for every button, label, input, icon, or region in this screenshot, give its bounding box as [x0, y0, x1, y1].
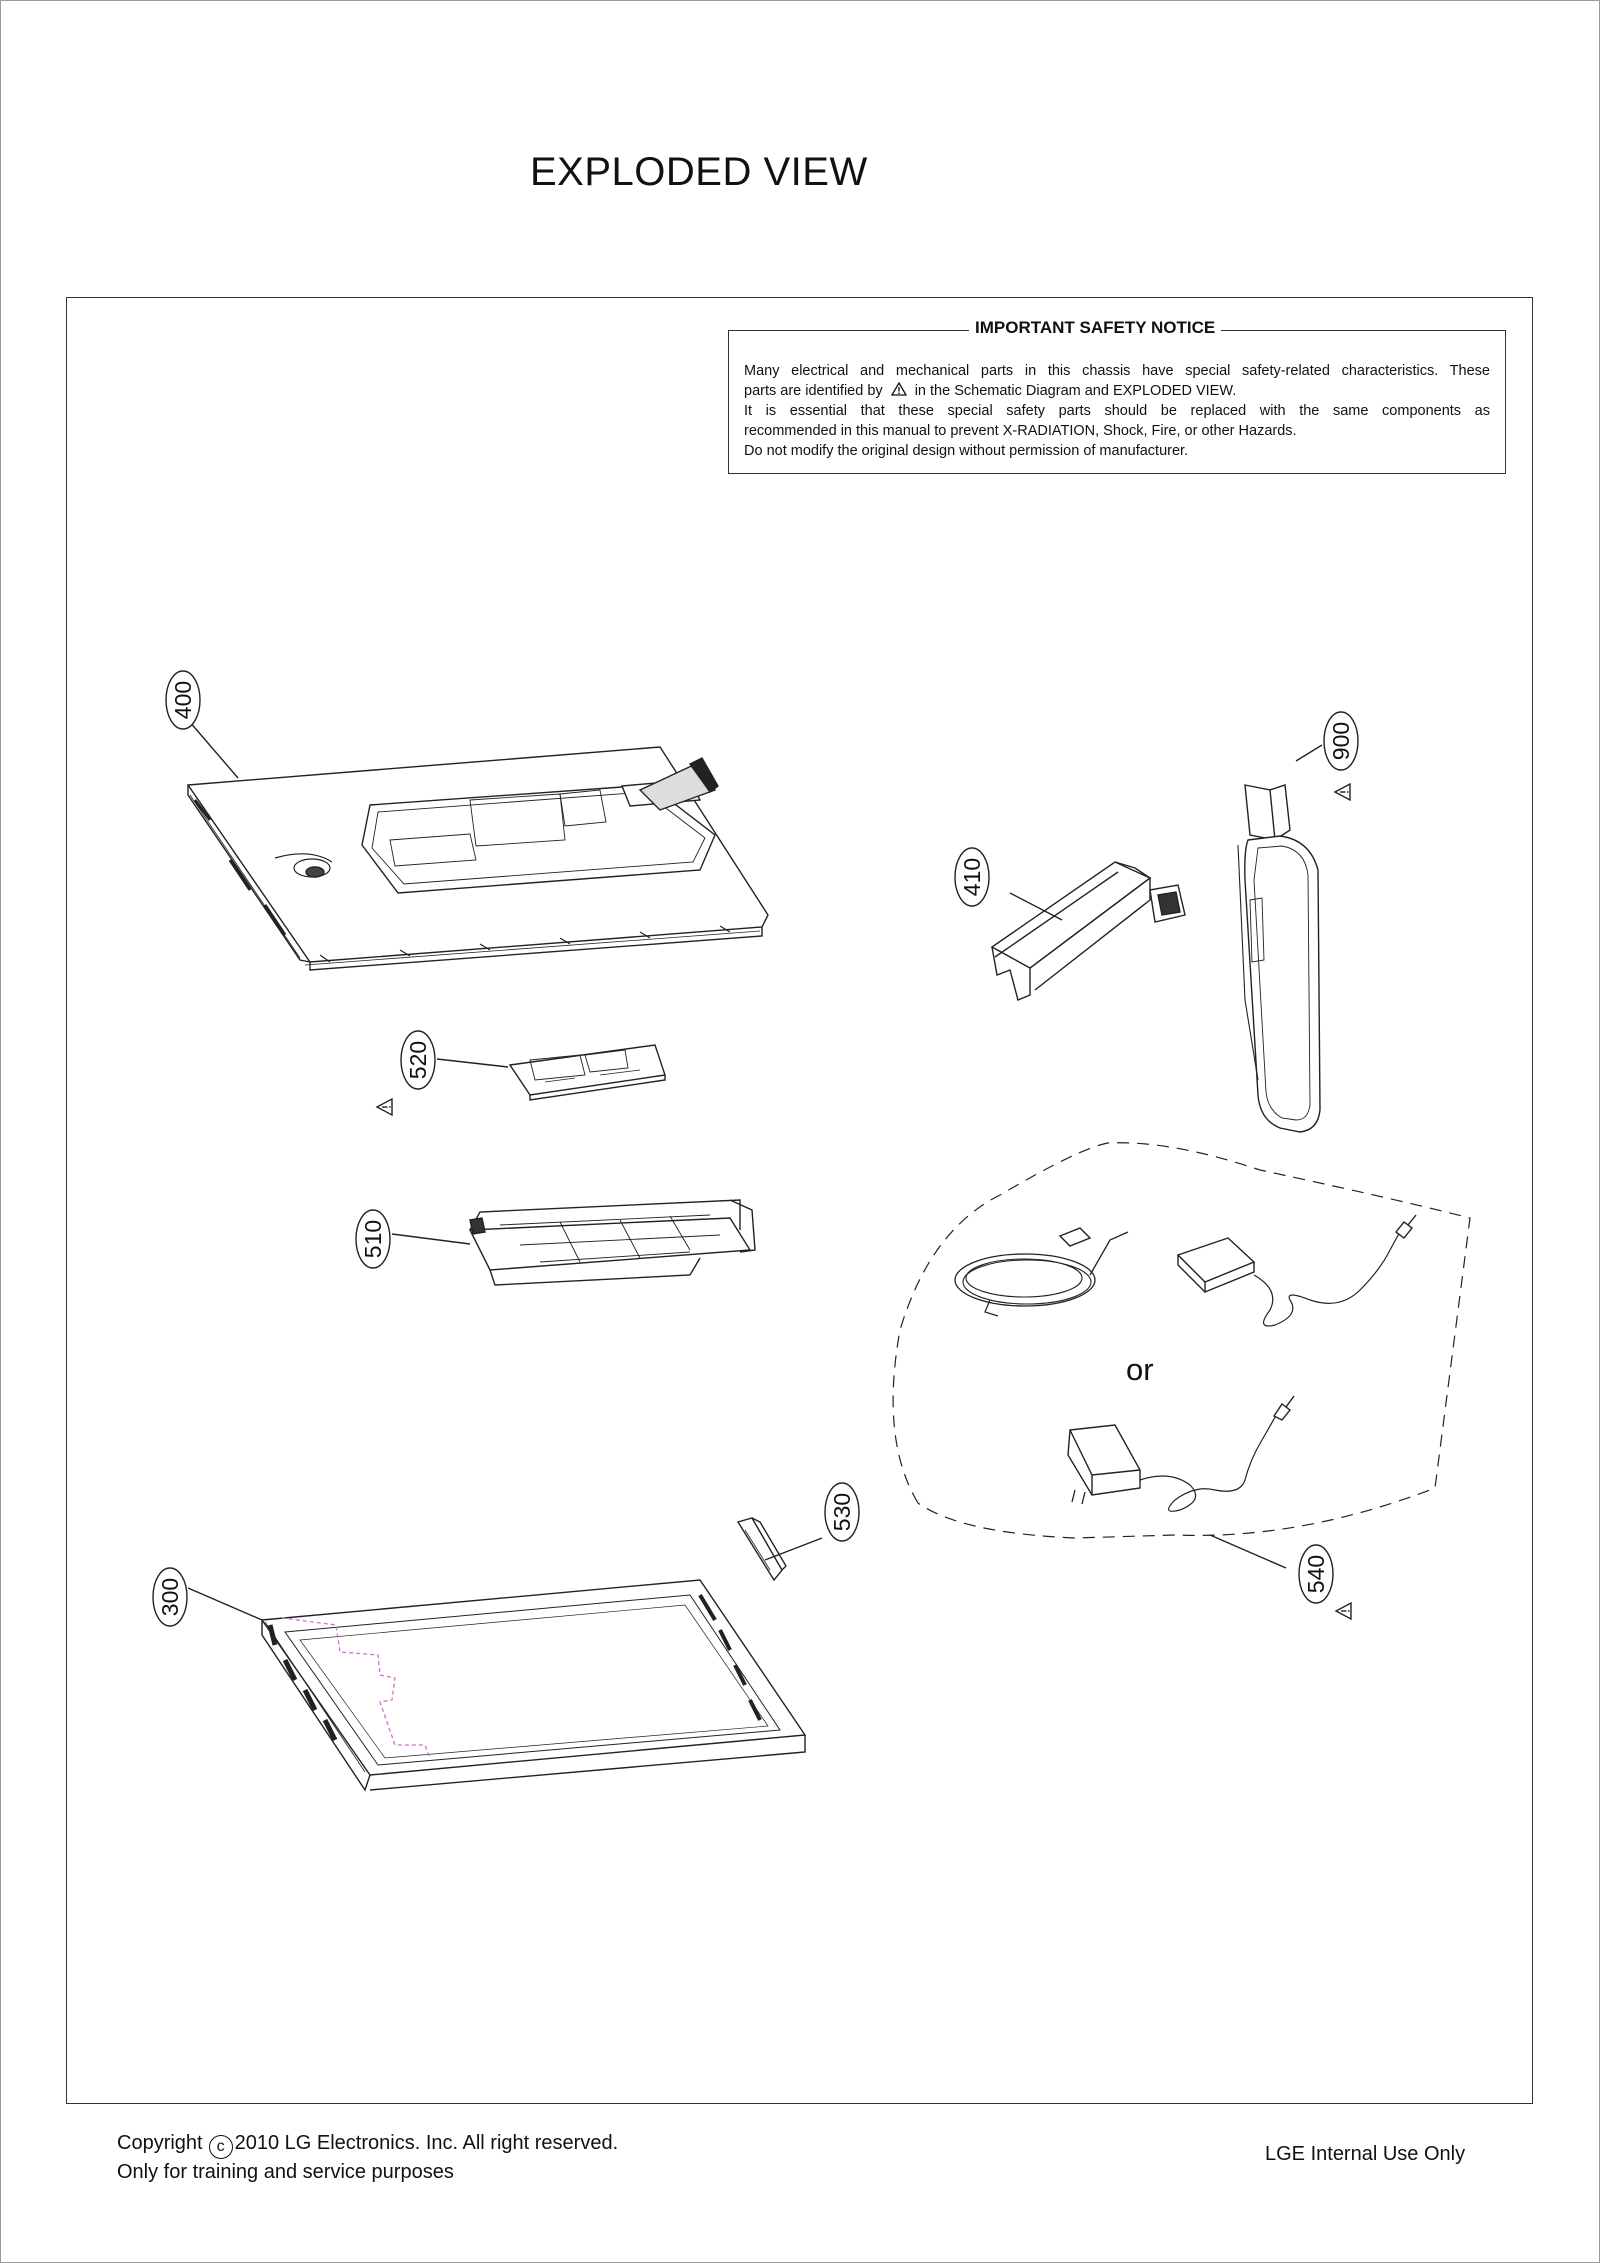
leader-line [436, 1058, 509, 1068]
part-bubble-540: 540 [1298, 1544, 1334, 1604]
adapter-group-outline [892, 1142, 1471, 1539]
part-bubble-400: 400 [165, 670, 201, 730]
notice-line-text: parts are identified by [744, 383, 883, 399]
notice-line: Do not modify the original design withou… [744, 443, 1189, 459]
safety-notice-heading: IMPORTANT SAFETY NOTICE [969, 318, 1222, 338]
notice-line: Many electrical and mechanical parts in … [744, 363, 1490, 379]
page-title: EXPLODED VIEW [530, 150, 868, 194]
footer-internal-use: LGE Internal Use Only [1265, 2143, 1466, 2165]
warning-triangle-icon [376, 1098, 393, 1116]
part-510-bracket [468, 1199, 756, 1286]
part-bubble-530: 530 [824, 1482, 860, 1542]
leader-line [1295, 744, 1323, 762]
warning-triangle-icon [1334, 783, 1351, 801]
flex-cable-ribbon [281, 1617, 431, 1759]
part-number-label: 520 [405, 1041, 431, 1079]
part-bubble-410: 410 [954, 847, 990, 907]
copyright-text: 2010 LG Electronics. Inc. All right rese… [234, 2132, 619, 2154]
part-520-board [508, 1044, 666, 1101]
part-bubble-300: 300 [152, 1567, 188, 1627]
part-number-label: 400 [170, 681, 196, 719]
copyright-symbol: c [208, 2135, 233, 2159]
part-bubble-510: 510 [355, 1209, 391, 1269]
part-300-front-frame [260, 1579, 807, 1792]
leader-line [1209, 1534, 1287, 1569]
training-purpose-line: Only for training and service purposes [117, 2161, 454, 2183]
part-number-label: 300 [157, 1578, 183, 1616]
part-900-stand-base [1237, 784, 1321, 1133]
warning-triangle-icon [890, 382, 907, 396]
notice-line: recommended in this manual to prevent X-… [744, 423, 1297, 439]
leader-line [187, 1587, 263, 1621]
part-bubble-900: 900 [1323, 711, 1359, 771]
part-bubble-520: 520 [400, 1030, 436, 1090]
part-530-small-bracket [736, 1517, 787, 1582]
copyright-text: Copyright [117, 2132, 203, 2154]
part-400-back-cover [186, 746, 769, 971]
alternative-or-label: or [1126, 1352, 1154, 1387]
leader-line [391, 1233, 471, 1245]
notice-line-text: in the Schematic Diagram and EXPLODED VI… [914, 383, 1237, 399]
part-power-cord [954, 1227, 1129, 1317]
safety-notice-box: IMPORTANT SAFETY NOTICE Many electrical … [728, 318, 1506, 474]
warning-triangle-icon [1335, 1602, 1352, 1620]
leader-line [764, 1537, 823, 1561]
leader-line [1009, 892, 1063, 921]
notice-line: It is essential that these special safet… [744, 403, 1490, 419]
part-wall-adapter [1067, 1395, 1295, 1512]
part-410-stand-neck [990, 861, 1186, 1001]
part-adapter-box [1176, 1214, 1417, 1327]
part-number-label: 900 [1328, 722, 1354, 760]
part-number-label: 510 [360, 1220, 386, 1258]
part-number-label: 540 [1303, 1555, 1329, 1593]
part-number-label: 530 [829, 1493, 855, 1531]
leader-line [188, 720, 239, 779]
diagram-frame [66, 297, 1533, 2104]
notice-line-with-icon: parts are identified by in the Schematic… [744, 381, 1490, 401]
safety-notice-body: Many electrical and mechanical parts in … [744, 361, 1490, 461]
part-number-label: 410 [959, 858, 985, 896]
